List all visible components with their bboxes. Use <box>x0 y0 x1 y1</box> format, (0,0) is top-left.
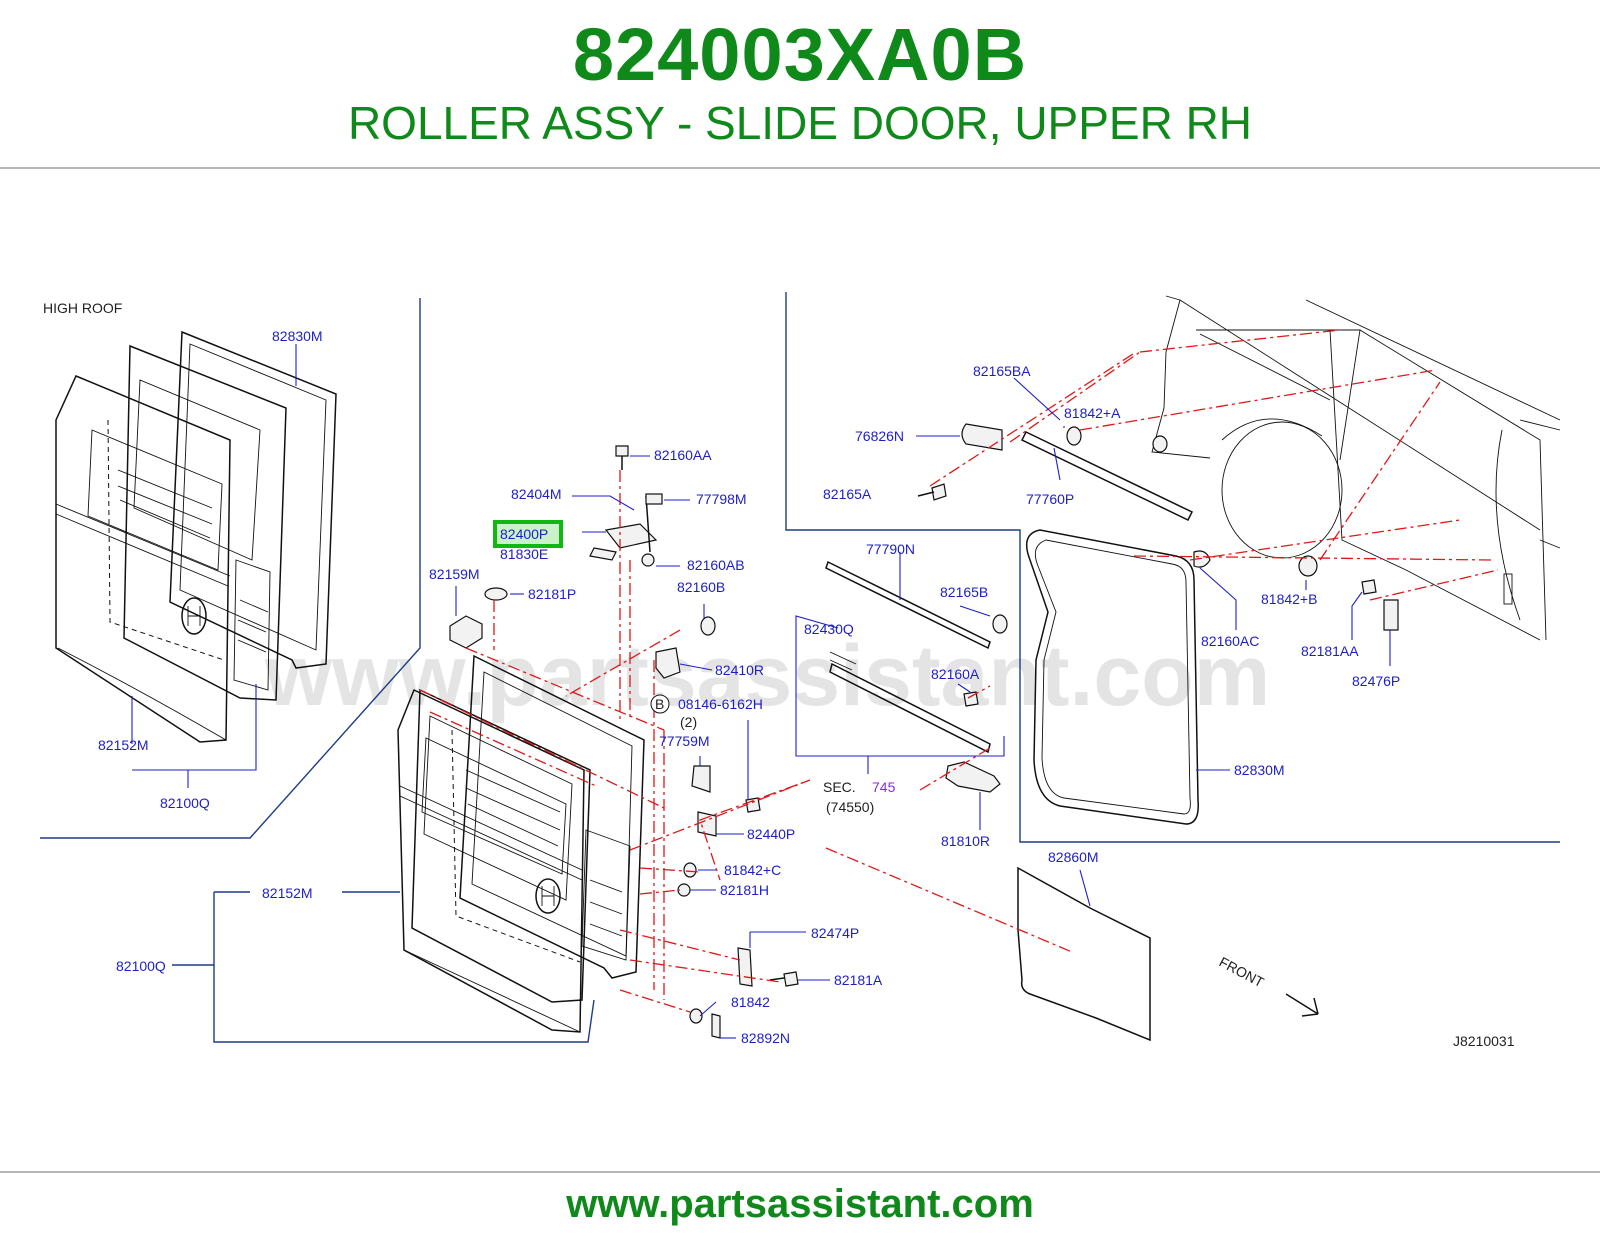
label-82152M-b[interactable]: 82152M <box>262 885 313 901</box>
label-82160AC[interactable]: 82160AC <box>1201 633 1259 649</box>
section-sub-label: (74550) <box>826 799 874 815</box>
label-81830E[interactable]: 81830E <box>500 546 548 562</box>
part-labels: HIGH ROOF 82830M 82152M 82100Q 82160AA 8… <box>43 300 1515 1049</box>
label-82160AA[interactable]: 82160AA <box>654 447 712 463</box>
front-direction-arrow: FRONT <box>1217 954 1319 1017</box>
label-82830M-b[interactable]: 82830M <box>1234 762 1285 778</box>
alignment-lines <box>419 329 1499 1013</box>
label-82400P[interactable]: 82400P <box>500 526 548 542</box>
label-82181AA[interactable]: 82181AA <box>1301 643 1359 659</box>
label-82165BA[interactable]: 82165BA <box>973 363 1031 379</box>
front-label: FRONT <box>1217 954 1267 991</box>
diagram-watermark: www.partsassistant.com <box>264 628 1270 724</box>
label-82410R[interactable]: 82410R <box>715 662 764 678</box>
label-82159M[interactable]: 82159M <box>429 566 480 582</box>
label-76826N[interactable]: 76826N <box>855 428 904 444</box>
label-82100Q-b[interactable]: 82100Q <box>116 958 166 974</box>
section-frame-lines <box>40 292 1560 1043</box>
label-08146-6162H[interactable]: 08146-6162H <box>678 696 763 712</box>
leader-lines <box>131 344 1391 1039</box>
label-82404M[interactable]: 82404M <box>511 486 562 502</box>
label-82181P[interactable]: 82181P <box>528 586 576 602</box>
label-82152M-a[interactable]: 82152M <box>98 737 149 753</box>
page-header: 824003XA0B ROLLER ASSY - SLIDE DOOR, UPP… <box>0 0 1600 170</box>
part-number-title: 824003XA0B <box>572 13 1028 96</box>
label-82830M-a[interactable]: 82830M <box>272 328 323 344</box>
label-82860M[interactable]: 82860M <box>1048 849 1099 865</box>
label-81842C[interactable]: 81842+C <box>724 862 781 878</box>
label-82165A[interactable]: 82165A <box>823 486 872 502</box>
high-roof-door-drawing <box>55 330 337 743</box>
diagram-code: J8210031 <box>1453 1033 1515 1049</box>
door-seal-drawing <box>1025 529 1199 825</box>
section-number[interactable]: 745 <box>872 779 896 795</box>
highlighted-part-box <box>493 520 563 548</box>
bolt-qty-label: (2) <box>680 714 697 730</box>
label-81842A[interactable]: 81842+A <box>1064 405 1121 421</box>
label-82474P[interactable]: 82474P <box>811 925 859 941</box>
bolt-marker-letter: B <box>655 696 664 712</box>
label-82165B[interactable]: 82165B <box>940 584 988 600</box>
label-82440P[interactable]: 82440P <box>747 826 795 842</box>
label-82892N[interactable]: 82892N <box>741 1030 790 1046</box>
label-81842B[interactable]: 81842+B <box>1261 591 1317 607</box>
van-body-drawing <box>1151 295 1561 641</box>
label-81810R[interactable]: 81810R <box>941 833 990 849</box>
footer-divider <box>0 1171 1600 1173</box>
label-77790N[interactable]: 77790N <box>866 541 915 557</box>
label-82181A[interactable]: 82181A <box>834 972 883 988</box>
label-82100Q-a[interactable]: 82100Q <box>160 795 210 811</box>
label-82430Q[interactable]: 82430Q <box>804 621 854 637</box>
part-name-subtitle: ROLLER ASSY - SLIDE DOOR, UPPER RH <box>347 97 1253 149</box>
main-door-drawing <box>397 654 645 1033</box>
label-77760P[interactable]: 77760P <box>1026 491 1074 507</box>
header-divider <box>0 167 1600 169</box>
section-label: SEC. <box>823 779 856 795</box>
small-parts-drawing <box>449 423 1399 1042</box>
label-82476P[interactable]: 82476P <box>1352 673 1400 689</box>
label-82160A[interactable]: 82160A <box>931 666 980 682</box>
label-82160AB[interactable]: 82160AB <box>687 557 745 573</box>
label-81842[interactable]: 81842 <box>731 994 770 1010</box>
high-roof-label: HIGH ROOF <box>43 300 122 316</box>
label-77798M[interactable]: 77798M <box>696 491 747 507</box>
footer-url[interactable]: www.partsassistant.com <box>566 1182 1034 1226</box>
label-77759M[interactable]: 77759M <box>659 733 710 749</box>
label-82181H[interactable]: 82181H <box>720 882 769 898</box>
label-82160B[interactable]: 82160B <box>677 579 725 595</box>
bolt-marker-circle <box>650 694 670 714</box>
